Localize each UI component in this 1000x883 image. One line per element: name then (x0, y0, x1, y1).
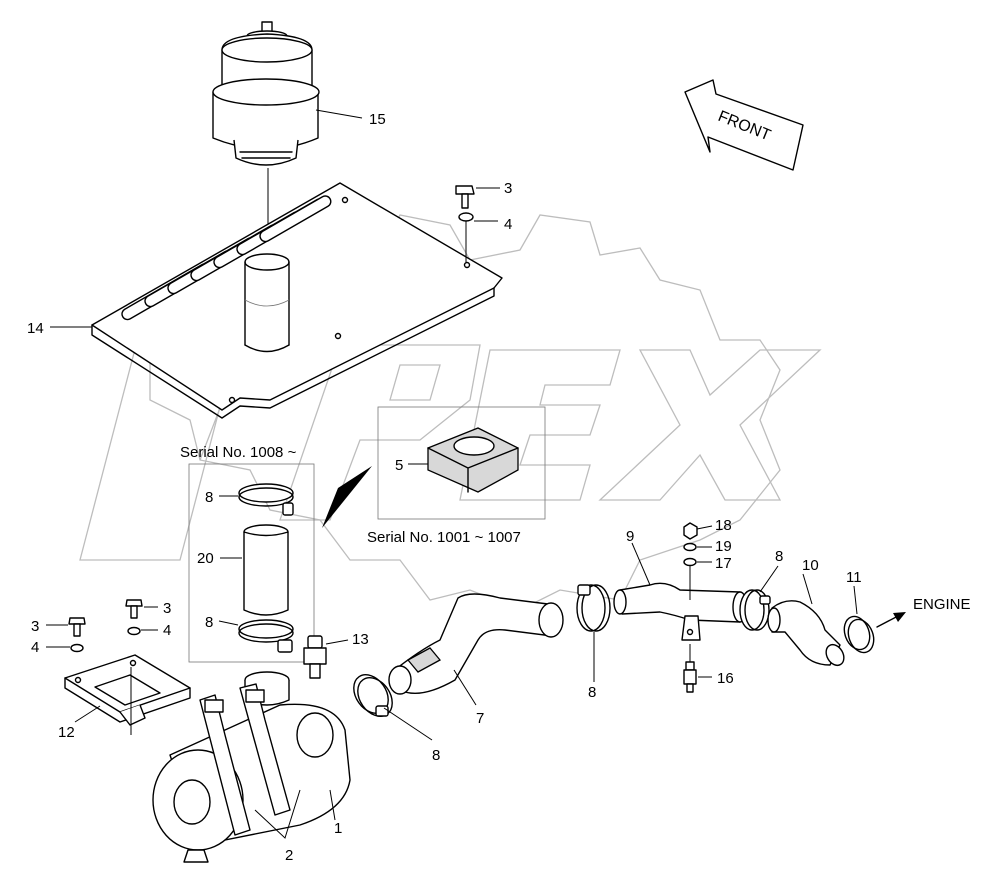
clamp-11 (843, 615, 875, 654)
callout-17: 17 (715, 555, 732, 572)
serial-upper-box (188, 463, 315, 663)
callout-3-top: 3 (504, 180, 512, 197)
callout-4-right: 4 (163, 622, 171, 639)
callout-10: 10 (802, 557, 819, 574)
callout-8-b: 8 (588, 684, 596, 701)
callout-8-lower: 8 (205, 614, 213, 631)
hose-10 (767, 600, 845, 667)
callout-5: 5 (395, 457, 403, 474)
leader-15 (315, 109, 363, 119)
washer-top (458, 212, 474, 222)
leader-8-lower (218, 620, 239, 626)
clamp-8-c (739, 589, 771, 631)
washer-left (70, 643, 84, 653)
callout-2: 2 (285, 847, 293, 864)
leader-12 (74, 705, 101, 723)
serial-pointer (322, 466, 372, 528)
cover-slots (121, 195, 332, 321)
adapter-5 (427, 427, 519, 493)
leader-11 (853, 585, 858, 615)
callout-18: 18 (715, 517, 732, 534)
leader-8-a (383, 707, 433, 741)
callout-1: 1 (334, 820, 342, 837)
callout-15: 15 (369, 111, 386, 128)
engine-label: ENGINE (913, 596, 971, 613)
washer-19 (683, 542, 697, 552)
callout-8-upper: 8 (205, 489, 213, 506)
front-arrow: FRONT (684, 79, 804, 171)
callout-3-right: 3 (163, 600, 171, 617)
washer-right (127, 626, 141, 636)
leader-8-c (759, 565, 779, 593)
callout-8-a: 8 (432, 747, 440, 764)
bracket-12 (64, 654, 191, 726)
callout-20: 20 (197, 550, 214, 567)
callout-9: 9 (626, 528, 634, 545)
clamp-upper (238, 483, 294, 516)
leader-1 (329, 789, 336, 821)
clamp-lower (238, 619, 294, 653)
air-cleaner-body (152, 671, 351, 863)
bolt-right (125, 599, 143, 619)
leader-13 (325, 639, 349, 645)
serial-lower-label: Serial No. 1001 ~ 1007 (367, 529, 521, 546)
callout-16: 16 (717, 670, 734, 687)
serial-upper-label: Serial No. 1008 ~ (180, 444, 297, 461)
callout-19: 19 (715, 538, 732, 555)
hose-7 (388, 593, 564, 695)
callout-8-c: 8 (775, 548, 783, 565)
clamp-8-b (576, 584, 611, 632)
nut-18 (683, 522, 698, 540)
callout-4-left: 4 (31, 639, 39, 656)
leader-9 (631, 542, 651, 586)
leader-18 (696, 525, 713, 530)
pipe-9 (613, 582, 748, 641)
callout-7: 7 (476, 710, 484, 727)
leader-7 (453, 669, 477, 706)
pre-cleaner (212, 21, 320, 166)
cover-plate (91, 182, 503, 419)
serial-lower-box (377, 406, 546, 520)
bolt-top (455, 185, 475, 209)
washer-17 (683, 557, 697, 567)
engine-arrow: ENGINE (876, 596, 971, 628)
leader-10 (802, 573, 813, 605)
hose-20 (243, 524, 289, 616)
callout-4-top: 4 (504, 216, 512, 233)
indicator-13 (303, 635, 327, 679)
callout-3-left: 3 (31, 618, 39, 635)
callout-11: 11 (846, 569, 862, 586)
bolt-left (68, 617, 86, 637)
callout-12: 12 (58, 724, 75, 741)
stud-16 (683, 661, 697, 693)
leader-2 (254, 789, 301, 839)
callout-13: 13 (352, 631, 369, 648)
callout-14: 14 (27, 320, 44, 337)
